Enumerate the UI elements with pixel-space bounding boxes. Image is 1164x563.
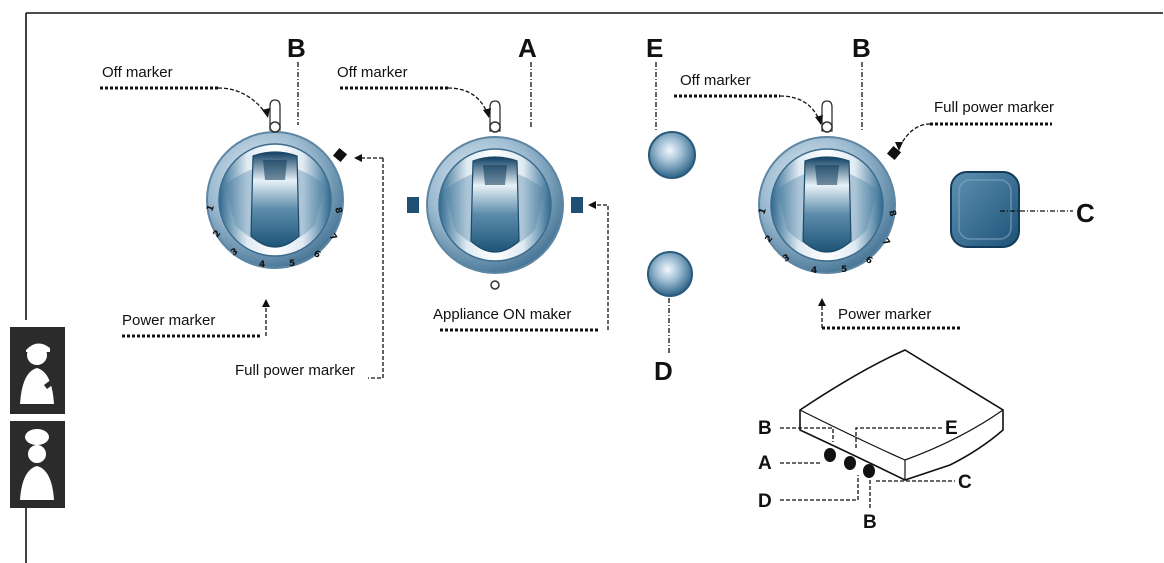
letter-a: A	[518, 33, 537, 63]
power-knob-right: 1 2 3 4 5 6 7 8	[757, 100, 902, 276]
power-marker-label-right: Power marker	[838, 306, 931, 323]
dial-number: 1	[757, 207, 769, 216]
off-marker-label-right: Off marker	[680, 72, 751, 89]
letter-e: E	[646, 33, 663, 63]
power-knob-left: 1 2 3 4 5 6 7 8	[205, 99, 348, 270]
dial-number: 2	[212, 229, 224, 240]
appliance-location-sketch: B E A C D B	[758, 349, 1004, 533]
full-power-marker-right	[886, 145, 902, 161]
full-power-marker-label: Full power marker	[934, 99, 1054, 116]
button-c	[950, 171, 1020, 248]
sketch-letter-c: C	[958, 472, 972, 493]
full-power-marker-left	[332, 147, 348, 163]
off-marker-label-left: Off marker	[102, 64, 173, 81]
selector-knob-a	[407, 100, 583, 290]
dial-number: 5	[841, 265, 847, 275]
full-power-marker-label-left: Full power marker	[235, 362, 355, 379]
dial-number: 6	[864, 255, 874, 267]
cook-icon	[10, 421, 65, 508]
dial-number: 8	[886, 209, 897, 218]
dial-number: 3	[782, 253, 792, 265]
dial-number: 4	[259, 260, 265, 270]
dial-number: 1	[205, 204, 217, 213]
sketch-letter-b-bottom: B	[863, 512, 877, 533]
dial-number: 8	[332, 206, 343, 215]
appliance-on-label: Appliance ON maker	[433, 306, 571, 323]
off-marker-label-center: Off marker	[337, 64, 408, 81]
sketch-letter-b-top: B	[758, 418, 772, 439]
appliance-on-marker	[571, 197, 583, 213]
letter-b-right: B	[852, 33, 871, 63]
letter-b-left: B	[287, 33, 306, 63]
letter-d: D	[654, 356, 673, 386]
dial-number: 4	[811, 266, 817, 276]
power-marker-label-left: Power marker	[122, 312, 215, 329]
indicator-lamp-d	[647, 251, 693, 297]
dial-number: 6	[312, 249, 322, 261]
sketch-letter-d: D	[758, 491, 772, 512]
dial-number: 7	[327, 232, 339, 243]
sketch-letter-e: E	[945, 418, 958, 439]
indicator-lamp-e	[648, 131, 696, 179]
dial-number: 3	[230, 247, 240, 259]
letter-c: C	[1076, 198, 1095, 228]
dial-number: 7	[880, 237, 892, 248]
dial-number: 5	[289, 259, 295, 269]
technician-icon	[10, 327, 65, 414]
sketch-letter-a: A	[758, 453, 772, 474]
dial-number: 2	[764, 234, 776, 245]
